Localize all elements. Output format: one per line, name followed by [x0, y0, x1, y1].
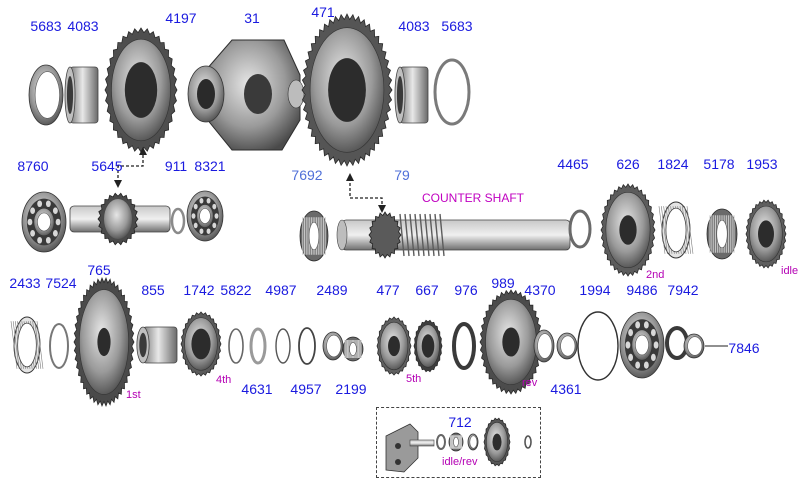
part-number-5645[interactable]: 5645 [91, 158, 123, 174]
reverse-gear-tag: rev [522, 377, 538, 389]
snap-ring-1994[interactable] [577, 311, 619, 381]
spacer-4957[interactable] [298, 327, 316, 365]
part-number-9486[interactable]: 9486 [626, 282, 658, 298]
part-number-471[interactable]: 471 [311, 4, 335, 20]
sleeve-855[interactable] [136, 326, 178, 364]
washer-4361[interactable] [556, 332, 578, 360]
thrust-washer-7524[interactable] [49, 323, 69, 369]
fourth-gear-1742[interactable] [180, 311, 222, 377]
part-number-2433[interactable]: 2433 [9, 275, 41, 291]
guide-arrows [117, 152, 383, 208]
thrust-bearing-2433[interactable] [10, 316, 44, 374]
bearing-9486[interactable] [619, 311, 665, 379]
part-number-667[interactable]: 667 [415, 282, 439, 298]
roller-bearing-7692[interactable] [299, 210, 329, 262]
part-number-989[interactable]: 989 [491, 275, 515, 291]
idle-gear-1953[interactable] [745, 199, 787, 269]
part-number-626[interactable]: 626 [616, 156, 640, 172]
bearing-race-4083-left[interactable] [64, 66, 99, 124]
part-number-8321[interactable]: 8321 [194, 158, 226, 174]
part-number-7692[interactable]: 7692 [291, 167, 323, 183]
input-shaft-5645[interactable] [69, 192, 171, 246]
part-number-765[interactable]: 765 [87, 262, 111, 278]
part-number-5683[interactable]: 5683 [441, 18, 473, 34]
part-number-4361[interactable]: 4361 [550, 381, 582, 397]
part-number-4631[interactable]: 4631 [241, 381, 273, 397]
part-number-79[interactable]: 79 [394, 167, 410, 183]
part-number-4370[interactable]: 4370 [524, 282, 556, 298]
arrow-heads [114, 147, 386, 213]
inset-washer[interactable] [467, 433, 479, 451]
idler-bracket-712[interactable] [385, 423, 435, 473]
part-number-5178[interactable]: 5178 [703, 156, 735, 172]
part-number-2199[interactable]: 2199 [335, 381, 367, 397]
part-number-855[interactable]: 855 [141, 282, 165, 298]
bearing-8760[interactable] [21, 191, 67, 253]
first-gear-765[interactable] [73, 277, 135, 407]
part-number-1742[interactable]: 1742 [183, 282, 215, 298]
differential-case-31[interactable] [187, 39, 305, 151]
second-gear-tag: 2nd [646, 269, 665, 281]
snap-ring-5822[interactable] [228, 328, 244, 364]
counter-shaft-79[interactable] [336, 211, 571, 259]
needle-bearing-1824[interactable] [658, 201, 694, 259]
inset-snap-ring[interactable] [524, 435, 532, 449]
part-number-712[interactable]: 712 [448, 414, 472, 430]
inset-needle-bearing[interactable] [448, 432, 464, 452]
washer-7846[interactable] [683, 333, 705, 359]
part-number-31[interactable]: 31 [244, 10, 260, 26]
part-number-7524[interactable]: 7524 [45, 275, 77, 291]
idle-gear-tag: idle [781, 265, 799, 277]
part-number-911[interactable]: 911 [164, 158, 188, 174]
part-number-5683[interactable]: 5683 [30, 18, 62, 34]
second-gear-626[interactable] [600, 183, 656, 277]
idler-reverse-inset-frame [376, 407, 541, 478]
part-number-8760[interactable]: 8760 [17, 158, 49, 174]
seal-5683-left[interactable] [28, 64, 64, 126]
part-number-5822[interactable]: 5822 [220, 282, 252, 298]
part-number-1994[interactable]: 1994 [579, 282, 611, 298]
synchro-ring-976[interactable] [452, 322, 476, 370]
part-number-4083[interactable]: 4083 [398, 18, 430, 34]
part-number-2489[interactable]: 2489 [316, 282, 348, 298]
synchro-hub-667[interactable] [413, 319, 443, 373]
part-number-7846[interactable]: 7846 [728, 340, 760, 356]
washer-2489[interactable] [322, 331, 344, 361]
inset-idler-gear[interactable] [483, 417, 511, 467]
part-number-7942[interactable]: 7942 [667, 282, 699, 298]
reverse-gear-989[interactable] [479, 289, 543, 395]
fourth-gear-tag: 4th [216, 374, 232, 386]
part-number-477[interactable]: 477 [376, 282, 400, 298]
bearing-8321[interactable] [186, 190, 224, 242]
inset-ring-a[interactable] [436, 434, 446, 450]
part-number-4197[interactable]: 4197 [165, 10, 197, 26]
snap-ring-4987[interactable] [275, 328, 291, 364]
part-number-1953[interactable]: 1953 [746, 156, 778, 172]
part-number-4987[interactable]: 4987 [265, 282, 297, 298]
bearing-race-4083-right[interactable] [394, 66, 429, 124]
washer-4370[interactable] [533, 329, 555, 363]
part-number-976[interactable]: 976 [454, 282, 478, 298]
part-number-4083[interactable]: 4083 [67, 18, 99, 34]
counter-shaft-caption: COUNTER SHAFT [422, 191, 524, 205]
fifth-gear-477[interactable] [376, 316, 412, 376]
final-drive-gear-471[interactable] [301, 13, 393, 167]
seal-5683-right[interactable] [433, 58, 471, 126]
part-number-4957[interactable]: 4957 [290, 381, 322, 397]
first-gear-tag: 1st [126, 389, 141, 401]
part-number-4465[interactable]: 4465 [557, 156, 589, 172]
needle-bearing-5178[interactable] [706, 208, 738, 260]
spacer-911[interactable] [170, 207, 186, 235]
needle-bearing-2199[interactable] [342, 336, 364, 362]
idle-reverse-tag: idle/rev [442, 456, 478, 468]
spacer-4631[interactable] [249, 327, 267, 365]
snap-ring-4465[interactable] [568, 209, 592, 249]
ring-gear-4197[interactable] [104, 27, 178, 153]
part-number-1824[interactable]: 1824 [657, 156, 689, 172]
fifth-gear-tag: 5th [406, 373, 422, 385]
